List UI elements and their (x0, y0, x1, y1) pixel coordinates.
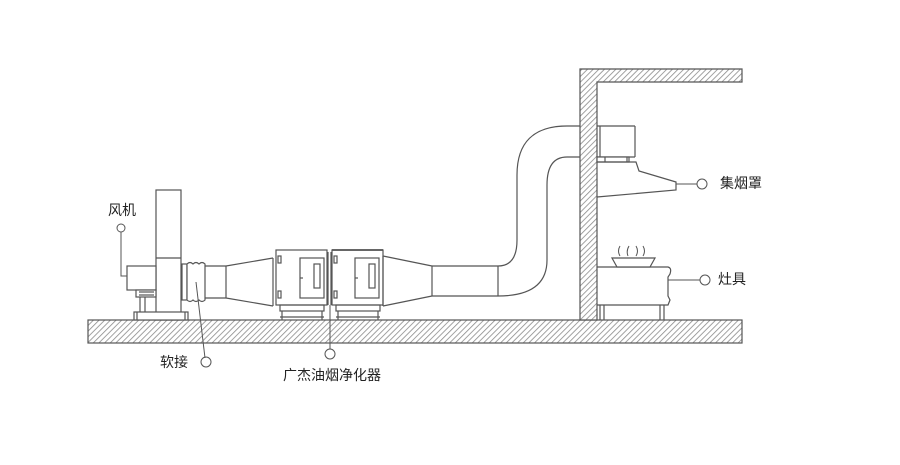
exhaust-duct (382, 125, 636, 307)
flexible-joint (181, 261, 227, 303)
label-flexible-joint: 软接 (160, 355, 188, 371)
label-hood: 集烟罩 (720, 176, 762, 192)
leader-lines (116, 178, 711, 368)
purifier-unit-2 (327, 249, 384, 320)
fan-unit (126, 189, 189, 321)
label-fan: 风机 (108, 203, 136, 219)
smoke-hood (596, 156, 677, 198)
wall (579, 68, 743, 321)
reducer-duct-inlet (225, 257, 274, 307)
floor-slab (87, 319, 743, 344)
purifier-unit-1 (275, 249, 328, 320)
label-purifier: 广杰油烟净化器 (283, 368, 381, 384)
stove (597, 245, 672, 320)
label-stove: 灶具 (718, 272, 746, 288)
